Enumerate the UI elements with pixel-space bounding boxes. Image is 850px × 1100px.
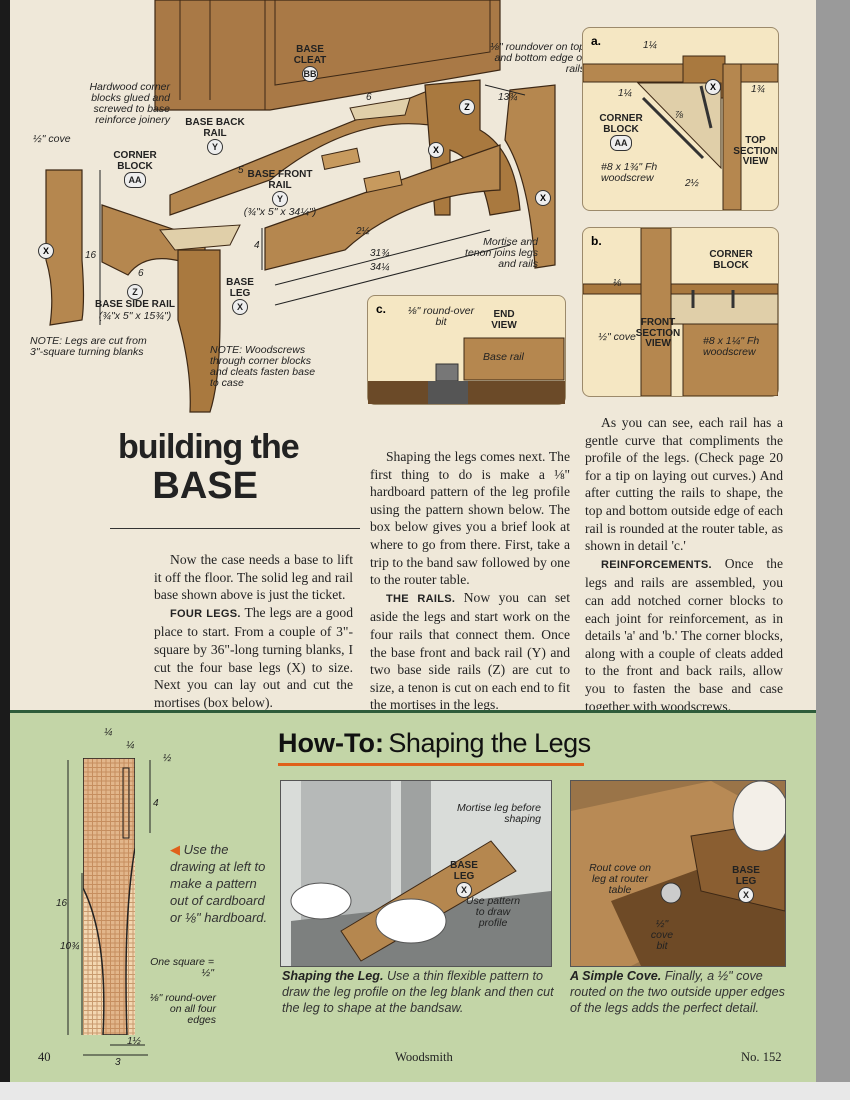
label-base-side-rail: Z BASE SIDE RAIL (¾"x 5" x 15¾"): [80, 284, 190, 322]
pattern-dim-3: 3: [115, 1057, 121, 1068]
detail-c-rail: Base rail: [483, 351, 524, 363]
label-half-cove: ½" cove: [33, 133, 71, 145]
photo2-label-rout: Rout cove on leg at router table: [589, 862, 651, 896]
detail-c-bit: ⅛" round-over bit: [407, 305, 475, 328]
label-base-cleat: BASE CLEAT BB: [280, 44, 340, 82]
label-base-front-rail: BASE FRONT RAIL Y (¾"x 5" x 34¼"): [243, 169, 317, 218]
label-base-back-rail: BASE BACK RAIL Y: [180, 117, 250, 155]
pattern-instruction: ◀ Use the drawing at left to make a patt…: [170, 842, 268, 925]
detail-c-letter: c.: [376, 302, 387, 316]
article-col-2: Shaping the legs comes next. The first t…: [370, 448, 570, 714]
detail-a-dim-7-8: ⅞: [675, 110, 684, 121]
dim-6a: 6: [366, 92, 372, 103]
dim-6b: 6: [138, 268, 144, 279]
pattern-dim-1-4a: ¼: [104, 727, 113, 738]
photo-shaping-leg: Mortise leg before shaping BASE LEG X Us…: [280, 780, 552, 967]
mark-z-back: Z: [459, 99, 475, 115]
article-col-3: As you can see, each rail has a gentle c…: [585, 414, 783, 715]
col2-p2: THE RAILS. Now you can set aside the leg…: [370, 589, 570, 713]
article-col-1: Now the case needs a base to lift it off…: [154, 551, 353, 711]
label-mortise-tenon: Mortise and tenon joins legs and rails: [465, 236, 538, 270]
detail-c-view: END VIEW: [491, 309, 517, 331]
title-line2: BASE: [152, 465, 258, 507]
detail-b-panel: b. CORNER BLOCK ⅛ ½" cove FRONT SECTION …: [582, 227, 779, 397]
dim-31-3-4: 31¾: [370, 248, 390, 259]
detail-a-dim-1-1-4: 1¼: [618, 88, 632, 99]
exploded-base-drawing: [45, 0, 556, 413]
label-corner-block: CORNER BLOCK AA: [100, 150, 170, 188]
pattern-dim-1-2: ½: [163, 753, 172, 764]
footer-issue: No. 152: [741, 1050, 782, 1064]
pattern-dim-16: 16: [56, 898, 68, 909]
page-bottom-strip: [0, 1082, 850, 1100]
detail-a-mark-x: X: [705, 79, 721, 95]
title-rule: [110, 528, 360, 529]
detail-a-view: TOP SECTION VIEW: [733, 135, 778, 167]
dim-13-3-4: 13¾: [498, 92, 518, 103]
dim-16: 16: [85, 250, 97, 261]
article-title: building the BASE: [118, 430, 358, 508]
pattern-dimension-lines: [67, 760, 151, 1056]
photo-simple-cove: Rout cove on leg at router table BASE LE…: [570, 780, 786, 967]
howto-panel: How-To: Shaping the Legs ¼ ¼ ½ 4 16 10¾ …: [10, 710, 816, 1082]
photo1-label-pattern: Use pattern to draw profile: [465, 895, 521, 929]
howto-title-underline: [278, 763, 584, 766]
leg-pattern-profile: [83, 758, 135, 1035]
detail-a-panel: a. 1¼ 1¼ 1¾ ⅞ X CORNER BLOCK AA #8 x 1¾"…: [582, 27, 779, 211]
detail-a-side-dim: 1¾: [751, 84, 765, 95]
detail-a-corner-block: CORNER BLOCK AA: [591, 113, 651, 151]
pattern-dim-1-4b: ¼: [126, 740, 135, 751]
pattern-dim-4: 4: [153, 798, 159, 809]
detail-a-dim-2-1-2: 2½: [685, 178, 699, 189]
leg-pattern-grid: [83, 758, 135, 1035]
detail-b-corner-block: CORNER BLOCK: [709, 249, 753, 271]
pattern-one-square: One square = ½": [150, 956, 214, 979]
dim-5: 5: [238, 165, 244, 176]
detail-b-letter: b.: [591, 234, 602, 248]
detail-a-letter: a.: [591, 34, 602, 48]
howto-title: How-To: Shaping the Legs: [278, 728, 591, 758]
detail-b-half-cove: ½" cove: [598, 331, 636, 343]
col3-p1: As you can see, each rail has a gentle c…: [585, 415, 783, 554]
detail-b-screw: #8 x 1¼" Fh woodscrew: [703, 335, 760, 358]
mark-x-back-leg: X: [428, 142, 444, 158]
col2-p1: Shaping the legs comes next. The first t…: [370, 449, 570, 588]
col1-p2: FOUR LEGS. The legs are a good place to …: [154, 604, 353, 710]
pattern-dim-10-3-4: 10¾: [60, 941, 80, 952]
label-roundover: ⅛" roundover on top and bottom edge of r…: [490, 41, 585, 75]
detail-a-screw: #8 x 1¾" Fh woodscrew: [601, 161, 658, 184]
detail-a-top-dim: 1¼: [643, 40, 657, 51]
mark-x-right-leg: X: [535, 190, 551, 206]
detail-b-dim-1-8: ⅛: [613, 278, 622, 289]
title-line1: building the: [118, 428, 300, 466]
pattern-dim-1-1-2: 1½: [127, 1036, 141, 1047]
dim-2-1-2: 2½: [356, 226, 370, 237]
footer-magazine: Woodsmith: [395, 1050, 453, 1064]
footer-page-number: 40: [38, 1050, 51, 1064]
mark-x-left-leg: X: [38, 243, 54, 259]
photo1-label-base-leg: BASE LEG X: [439, 860, 489, 898]
note-legs: NOTE: Legs are cut from 3"-square turnin…: [30, 335, 147, 358]
detail-b-view: FRONT SECTION VIEW: [635, 317, 681, 349]
magazine-page: BASE CLEAT BB ⅛" roundover on top and bo…: [10, 0, 816, 1082]
photo1-label-mortise: Mortise leg before shaping: [456, 802, 541, 825]
label-base-leg: BASE LEG X: [220, 277, 260, 315]
label-corner-blocks-note: Hardwood corner blocks glued and screwed…: [89, 81, 170, 126]
photo2-label-base-leg: BASE LEG X: [721, 865, 771, 903]
dim-4: 4: [254, 240, 260, 251]
pattern-roundover: ⅛" round-over on all four edges: [149, 992, 216, 1026]
dim-34-1-4: 34¼: [370, 262, 390, 273]
page-edge-shadow: [816, 0, 850, 1100]
photo1-caption: Shaping the Leg. Use a thin flexible pat…: [282, 969, 554, 1015]
col3-p2: REINFORCEMENTS. Once the legs and rails …: [585, 555, 783, 714]
col1-p1: Now the case needs a base to lift it off…: [154, 552, 353, 603]
note-woodscrews: NOTE: Woodscrews through corner blocks a…: [210, 344, 316, 389]
photo2-label-bit: ½" cove bit: [650, 918, 674, 952]
detail-c-panel: c. ⅛" round-over bit END VIEW Base rail: [367, 295, 566, 405]
photo2-caption: A Simple Cove. Finally, a ½" cove routed…: [570, 969, 785, 1015]
